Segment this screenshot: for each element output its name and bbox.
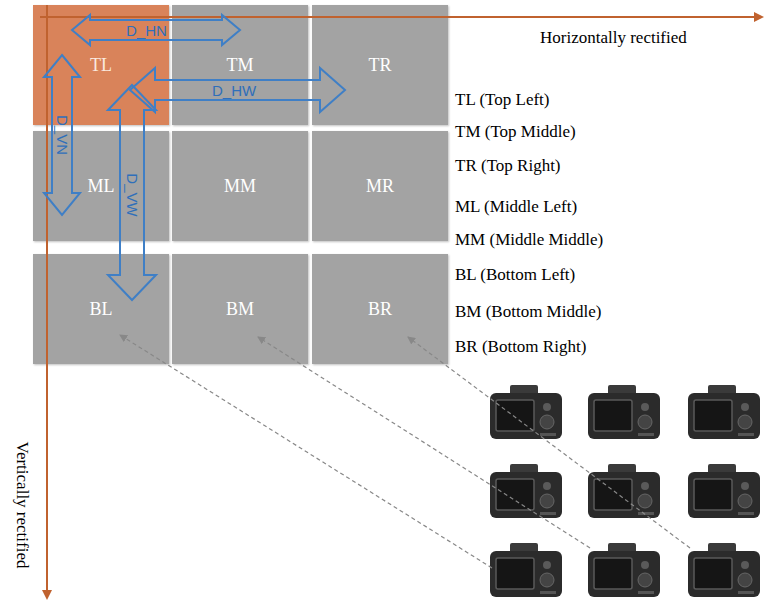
box-label: TR <box>368 54 391 76</box>
legend-text: ML (Middle Left) <box>455 197 577 217</box>
camera-icon <box>490 385 562 439</box>
box-label: BL <box>89 298 112 320</box>
legend-text: BM (Bottom Middle) <box>455 302 601 322</box>
grid-box: BR <box>312 254 448 364</box>
grid-box: MM <box>172 131 308 241</box>
dimension-arrow <box>44 55 80 215</box>
dimension-label: D_HN <box>126 22 167 40</box>
box-label: TL <box>90 54 112 76</box>
leader-line <box>258 337 590 548</box>
box-label: MR <box>366 175 394 197</box>
leader-line <box>408 337 690 548</box>
dimension-arrow <box>72 15 240 45</box>
box-label: BM <box>226 298 254 320</box>
vertical-axis <box>46 5 48 598</box>
axis-label: Vertically rectified <box>12 442 32 569</box>
grid-box: ML <box>33 131 169 241</box>
camera-icon <box>688 464 760 518</box>
grid-box: TM <box>172 5 308 125</box>
camera-icon <box>588 464 660 518</box>
camera-icon <box>588 543 660 597</box>
box-label: MM <box>224 175 256 197</box>
legend-text: BR (Bottom Right) <box>455 337 586 357</box>
grid-box: TR <box>312 5 448 125</box>
grid-box: MR <box>312 131 448 241</box>
box-label: ML <box>88 175 115 197</box>
box-label: BR <box>368 298 392 320</box>
leader-line <box>120 335 492 568</box>
grid-box: BM <box>172 254 308 364</box>
legend-text: TR (Top Right) <box>455 156 561 176</box>
dimension-label: D_VW <box>123 173 141 216</box>
legend-text: MM (Middle Middle) <box>455 230 603 250</box>
axis-label: Horizontally rectified <box>540 28 687 48</box>
legend-text: BL (Bottom Left) <box>455 265 575 285</box>
legend-text: TM (Top Middle) <box>455 122 576 142</box>
box-label: TM <box>227 54 254 76</box>
camera-icon <box>588 385 660 439</box>
horizontal-axis <box>40 16 762 18</box>
legend-text: TL (Top Left) <box>455 90 549 110</box>
dimension-label: D_HW <box>212 82 256 100</box>
camera-icon <box>490 543 562 597</box>
camera-icon <box>688 385 760 439</box>
camera-icon <box>688 543 760 597</box>
dimension-arrow <box>130 68 345 112</box>
dimension-label: D_VN <box>53 115 71 155</box>
grid-box: BL <box>33 254 169 364</box>
dimension-arrow <box>108 85 156 300</box>
